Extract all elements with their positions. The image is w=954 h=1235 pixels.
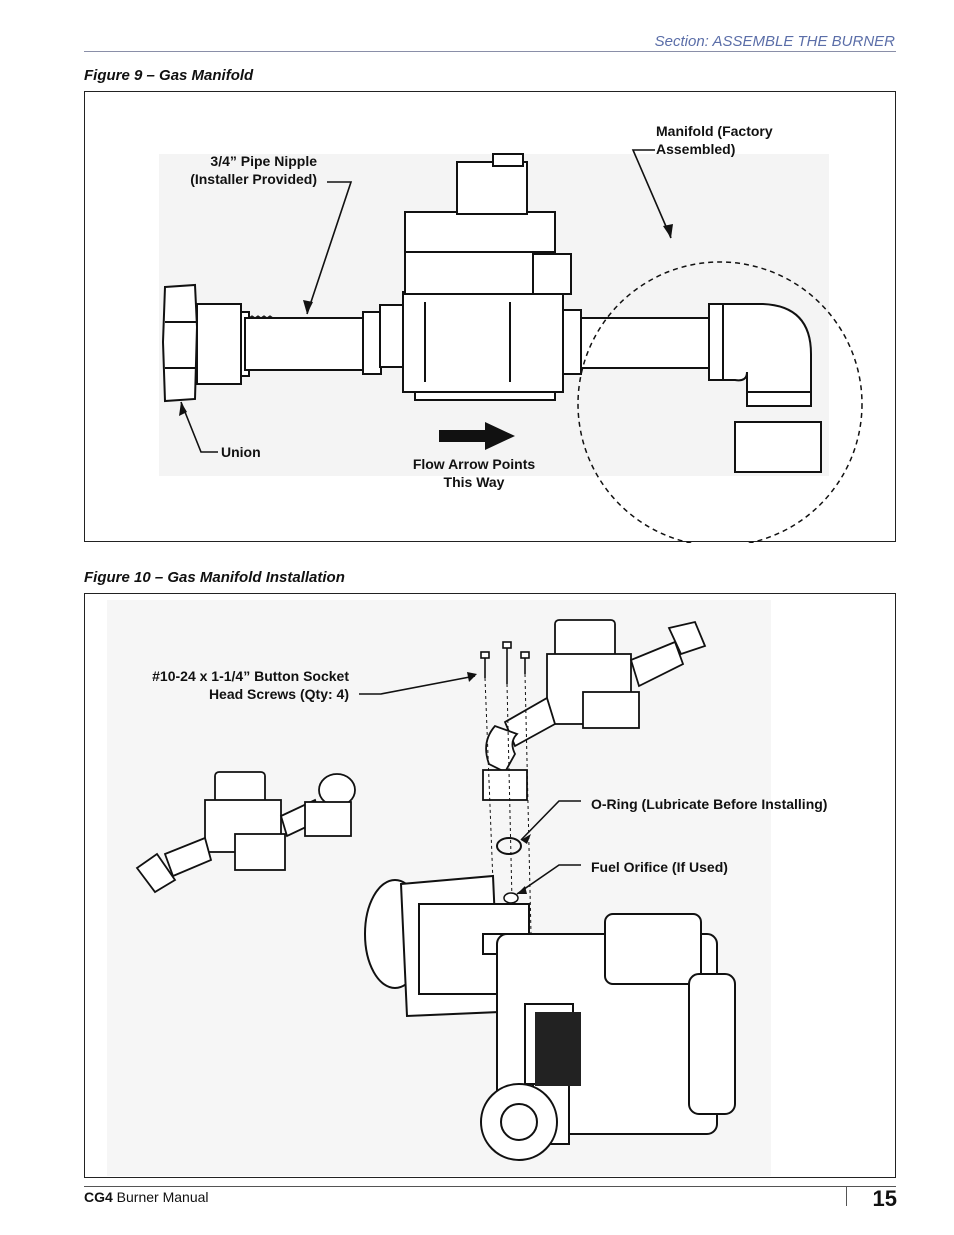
leader-lines — [180, 149, 672, 453]
manifold-highlight-circle — [577, 261, 863, 543]
manifold-pipe — [580, 317, 710, 369]
footer-rule — [84, 1186, 896, 1187]
footer-brand: CG4 — [84, 1189, 113, 1205]
label-fuel-orifice: Fuel Orifice (If Used) — [591, 859, 728, 875]
footer-manual-name: Burner Manual — [112, 1189, 209, 1205]
union-fitting — [161, 283, 250, 403]
label-manifold: Manifold (Factory Assembled) — [656, 122, 773, 158]
flow-arrow — [439, 422, 515, 450]
gas-valve — [379, 153, 572, 401]
page-number: 15 — [872, 1186, 897, 1211]
label-o-ring: O-Ring (Lubricate Before Installing) — [591, 796, 828, 812]
label-manifold-line1: Manifold (Factory — [656, 123, 773, 139]
label-union: Union — [221, 444, 261, 460]
label-screws: #10-24 x 1-1/4” Button Socket Head Screw… — [125, 667, 349, 703]
heat-sink — [535, 1012, 581, 1086]
label-flow-line2: This Way — [443, 474, 505, 490]
manifold-side-view — [135, 771, 356, 894]
label-flow-line1: Flow Arrow Points — [412, 456, 536, 472]
figure-9-box: 3/4” Pipe Nipple (Installer Provided) Ma… — [84, 91, 896, 543]
section-header: Section: ASSEMBLE THE BURNER — [654, 33, 895, 50]
label-pipe-nipple-line2: (Installer Provided) — [190, 171, 317, 187]
figure-10-caption: Figure 10 – Gas Manifold Installation — [84, 569, 345, 586]
pipe-nipple — [244, 317, 364, 371]
fuel-orifice — [503, 892, 519, 904]
footer-title: CG4 Burner Manual — [84, 1189, 209, 1205]
label-pipe-nipple: 3/4” Pipe Nipple (Installer Provided) — [189, 152, 317, 188]
label-flow-arrow: Flow Arrow Points This Way — [399, 455, 549, 491]
figure-9-caption: Figure 9 – Gas Manifold — [84, 67, 254, 84]
o-ring — [496, 837, 522, 855]
figure-10-box: #10-24 x 1-1/4” Button Socket Head Screw… — [84, 593, 896, 1178]
elbow-fitting — [722, 303, 812, 393]
leader-lines — [359, 675, 581, 895]
header-rule — [84, 51, 896, 52]
label-pipe-nipple-line1: 3/4” Pipe Nipple — [210, 153, 317, 169]
label-screws-line1: #10-24 x 1-1/4” Button Socket — [152, 668, 349, 684]
manifold-assembly — [482, 619, 707, 801]
gas-manifold-drawing — [159, 149, 863, 543]
mounting-screws — [480, 641, 530, 684]
label-manifold-line2: Assembled) — [656, 141, 736, 157]
footer-separator — [846, 1186, 847, 1206]
label-screws-line2: Head Screws (Qty: 4) — [208, 686, 349, 702]
manifold-installation-drawing — [107, 600, 771, 1176]
